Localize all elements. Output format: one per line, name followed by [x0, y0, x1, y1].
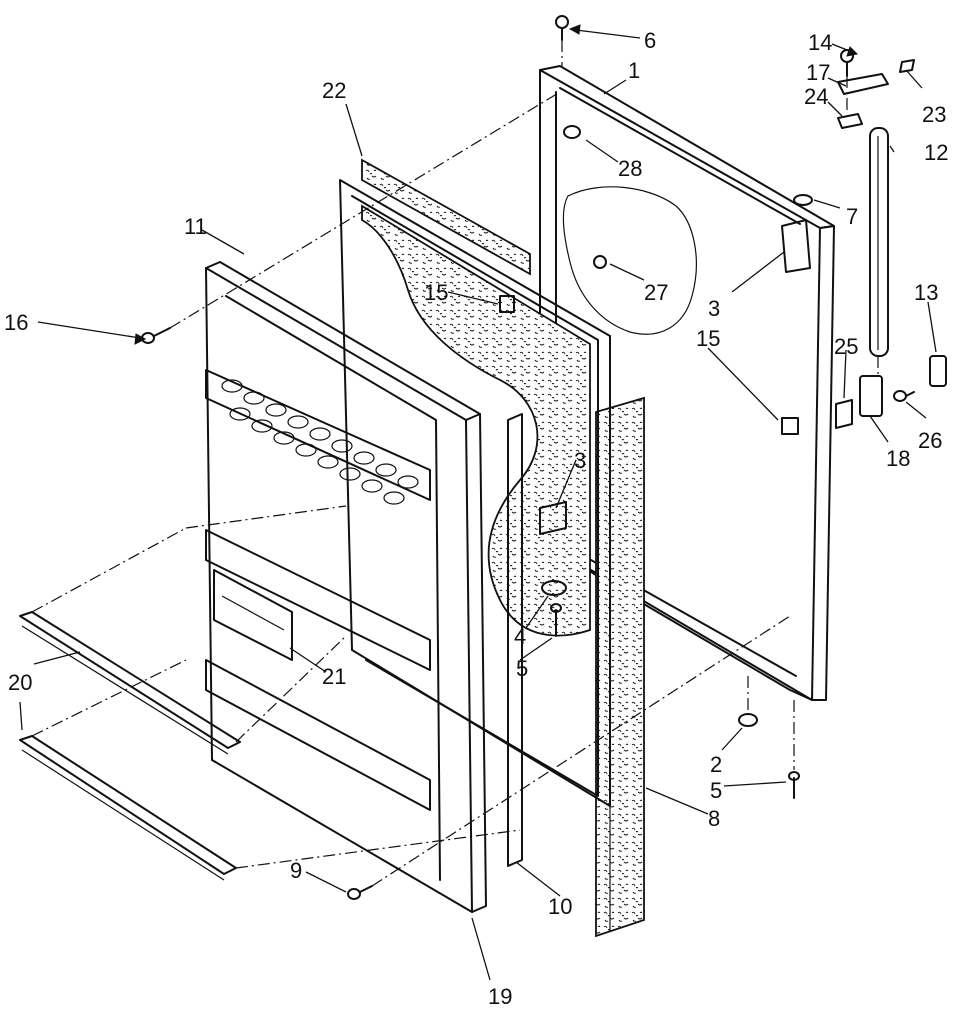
- door-gasket-frame: [339, 158, 611, 807]
- callout-15-right: 15: [696, 326, 720, 351]
- callout-25: 25: [834, 334, 858, 359]
- hinge-bracket-3-upper: [781, 219, 811, 273]
- clip-15-left: [499, 295, 515, 313]
- callout-28: 28: [618, 156, 642, 181]
- callout-6: 6: [644, 28, 656, 53]
- egg-tray: [221, 379, 419, 505]
- insulation-cutaway: [562, 186, 697, 335]
- shim-24: [837, 113, 863, 129]
- callout-13: 13: [914, 280, 938, 305]
- callout-2: 2: [710, 752, 722, 777]
- callout-22: 22: [322, 78, 346, 103]
- door-handle: [869, 127, 889, 357]
- inner-door-liner: [205, 261, 487, 913]
- breaker-strip: [507, 413, 523, 867]
- callout-27: 27: [644, 280, 668, 305]
- clip-15-right: [781, 417, 799, 435]
- cap-13: [929, 355, 947, 387]
- callout-3-upper: 3: [708, 296, 720, 321]
- callout-19: 19: [488, 984, 512, 1009]
- plug-28: [563, 125, 581, 139]
- callout-26: 26: [918, 428, 942, 453]
- callout-7: 7: [846, 204, 858, 229]
- callout-labels: 6 1 14 17 23 24 12 7 22 28 11 27 15 3 15…: [4, 28, 948, 1009]
- callout-17: 17: [806, 60, 830, 85]
- bracket-4: [541, 580, 567, 596]
- screw-5-mid: [550, 603, 562, 637]
- callout-9: 9: [290, 858, 302, 883]
- screw-6: [555, 15, 569, 41]
- callout-8: 8: [708, 806, 720, 831]
- callout-5-bottom: 5: [710, 778, 722, 803]
- assembly-guides: [31, 40, 879, 887]
- plug-27: [593, 255, 607, 269]
- handle-mount-18: [859, 375, 883, 417]
- callout-18: 18: [886, 446, 910, 471]
- callout-4: 4: [514, 624, 526, 649]
- screw-26: [893, 390, 915, 402]
- callout-1: 1: [628, 58, 640, 83]
- screw-16: [141, 327, 171, 344]
- shelf-bar-lower: [19, 735, 237, 881]
- hinge-cap-17: [837, 73, 889, 95]
- bracket-25: [835, 399, 853, 429]
- callout-10: 10: [548, 894, 572, 919]
- callout-21: 21: [322, 664, 346, 689]
- screw-9: [347, 885, 373, 900]
- door-foam-strip: [595, 396, 645, 938]
- callout-23: 23: [922, 102, 946, 127]
- hinge-pin-23: [899, 59, 915, 73]
- callout-16: 16: [4, 310, 28, 335]
- callout-24: 24: [804, 84, 828, 109]
- callout-11: 11: [184, 214, 207, 239]
- screw-5-bottom: [788, 771, 800, 799]
- callout-3-lower: 3: [574, 448, 586, 473]
- glide-2: [738, 713, 758, 727]
- shelf-bar-upper: [19, 611, 241, 755]
- callout-15-left: 15: [424, 280, 448, 305]
- callout-12: 12: [924, 140, 948, 165]
- leader-lines: [19, 24, 937, 981]
- callout-5-mid: 5: [516, 656, 528, 681]
- plug-7: [793, 194, 813, 206]
- callout-14: 14: [808, 30, 832, 55]
- callout-20: 20: [8, 670, 32, 695]
